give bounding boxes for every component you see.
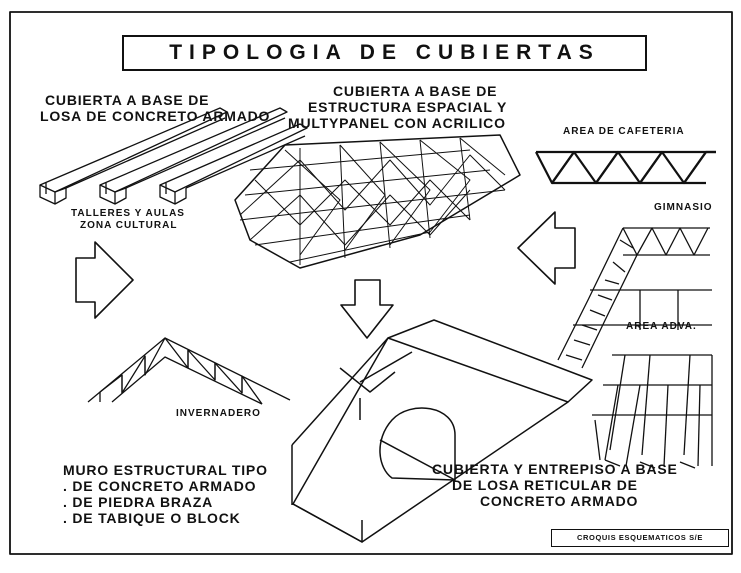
arrow-right-icon <box>75 241 134 319</box>
arrow-left-icon <box>517 211 576 285</box>
page-border <box>9 11 733 555</box>
label-zona-cultural: ZONA CULTURAL <box>80 220 178 231</box>
label-wall-line3: . DE PIEDRA BRAZA <box>63 494 213 510</box>
page-title: TIPOLOGIA DE CUBIERTAS <box>122 35 647 71</box>
caption-box: CROQUIS ESQUEMATICOS S/E <box>551 529 729 547</box>
label-grid-slab-line3: CONCRETO ARMADO <box>480 493 639 509</box>
label-wall-line4: . DE TABIQUE O BLOCK <box>63 510 241 526</box>
label-cafeteria: AREA DE CAFETERIA <box>563 126 685 137</box>
label-slab-roof-line1: CUBIERTA A BASE DE <box>45 92 210 108</box>
folded-slab-drawing <box>39 107 308 205</box>
label-wall-line2: . DE CONCRETO ARMADO <box>63 478 257 494</box>
label-grid-slab-line2: DE LOSA RETICULAR DE <box>452 477 638 493</box>
structural-wall-drawing <box>291 319 593 543</box>
arrow-down-icon <box>340 279 394 339</box>
label-talleres: TALLERES Y AULAS <box>71 208 185 219</box>
label-gimnasio: GIMNASIO <box>654 202 713 213</box>
gymnasium-truss-drawing <box>557 227 710 369</box>
greenhouse-truss-drawing <box>87 337 291 405</box>
label-area-adva: AREA ADVA. <box>626 321 697 332</box>
label-space-frame-line3: MULTYPANEL CON ACRILICO <box>288 115 506 131</box>
label-slab-roof-line2: LOSA DE CONCRETO ARMADO <box>40 108 271 124</box>
label-grid-slab-line1: CUBIERTA Y ENTREPISO A BASE <box>432 461 678 477</box>
grid-slab-drawing <box>573 289 713 469</box>
label-space-frame-line2: ESTRUCTURA ESPACIAL Y <box>308 99 508 115</box>
cafeteria-truss-drawing <box>535 150 716 185</box>
label-invernadero: INVERNADERO <box>176 408 261 419</box>
space-frame-drawing <box>234 134 521 269</box>
label-wall-line1: MURO ESTRUCTURAL TIPO <box>63 462 268 478</box>
label-space-frame-line1: CUBIERTA A BASE DE <box>333 83 498 99</box>
